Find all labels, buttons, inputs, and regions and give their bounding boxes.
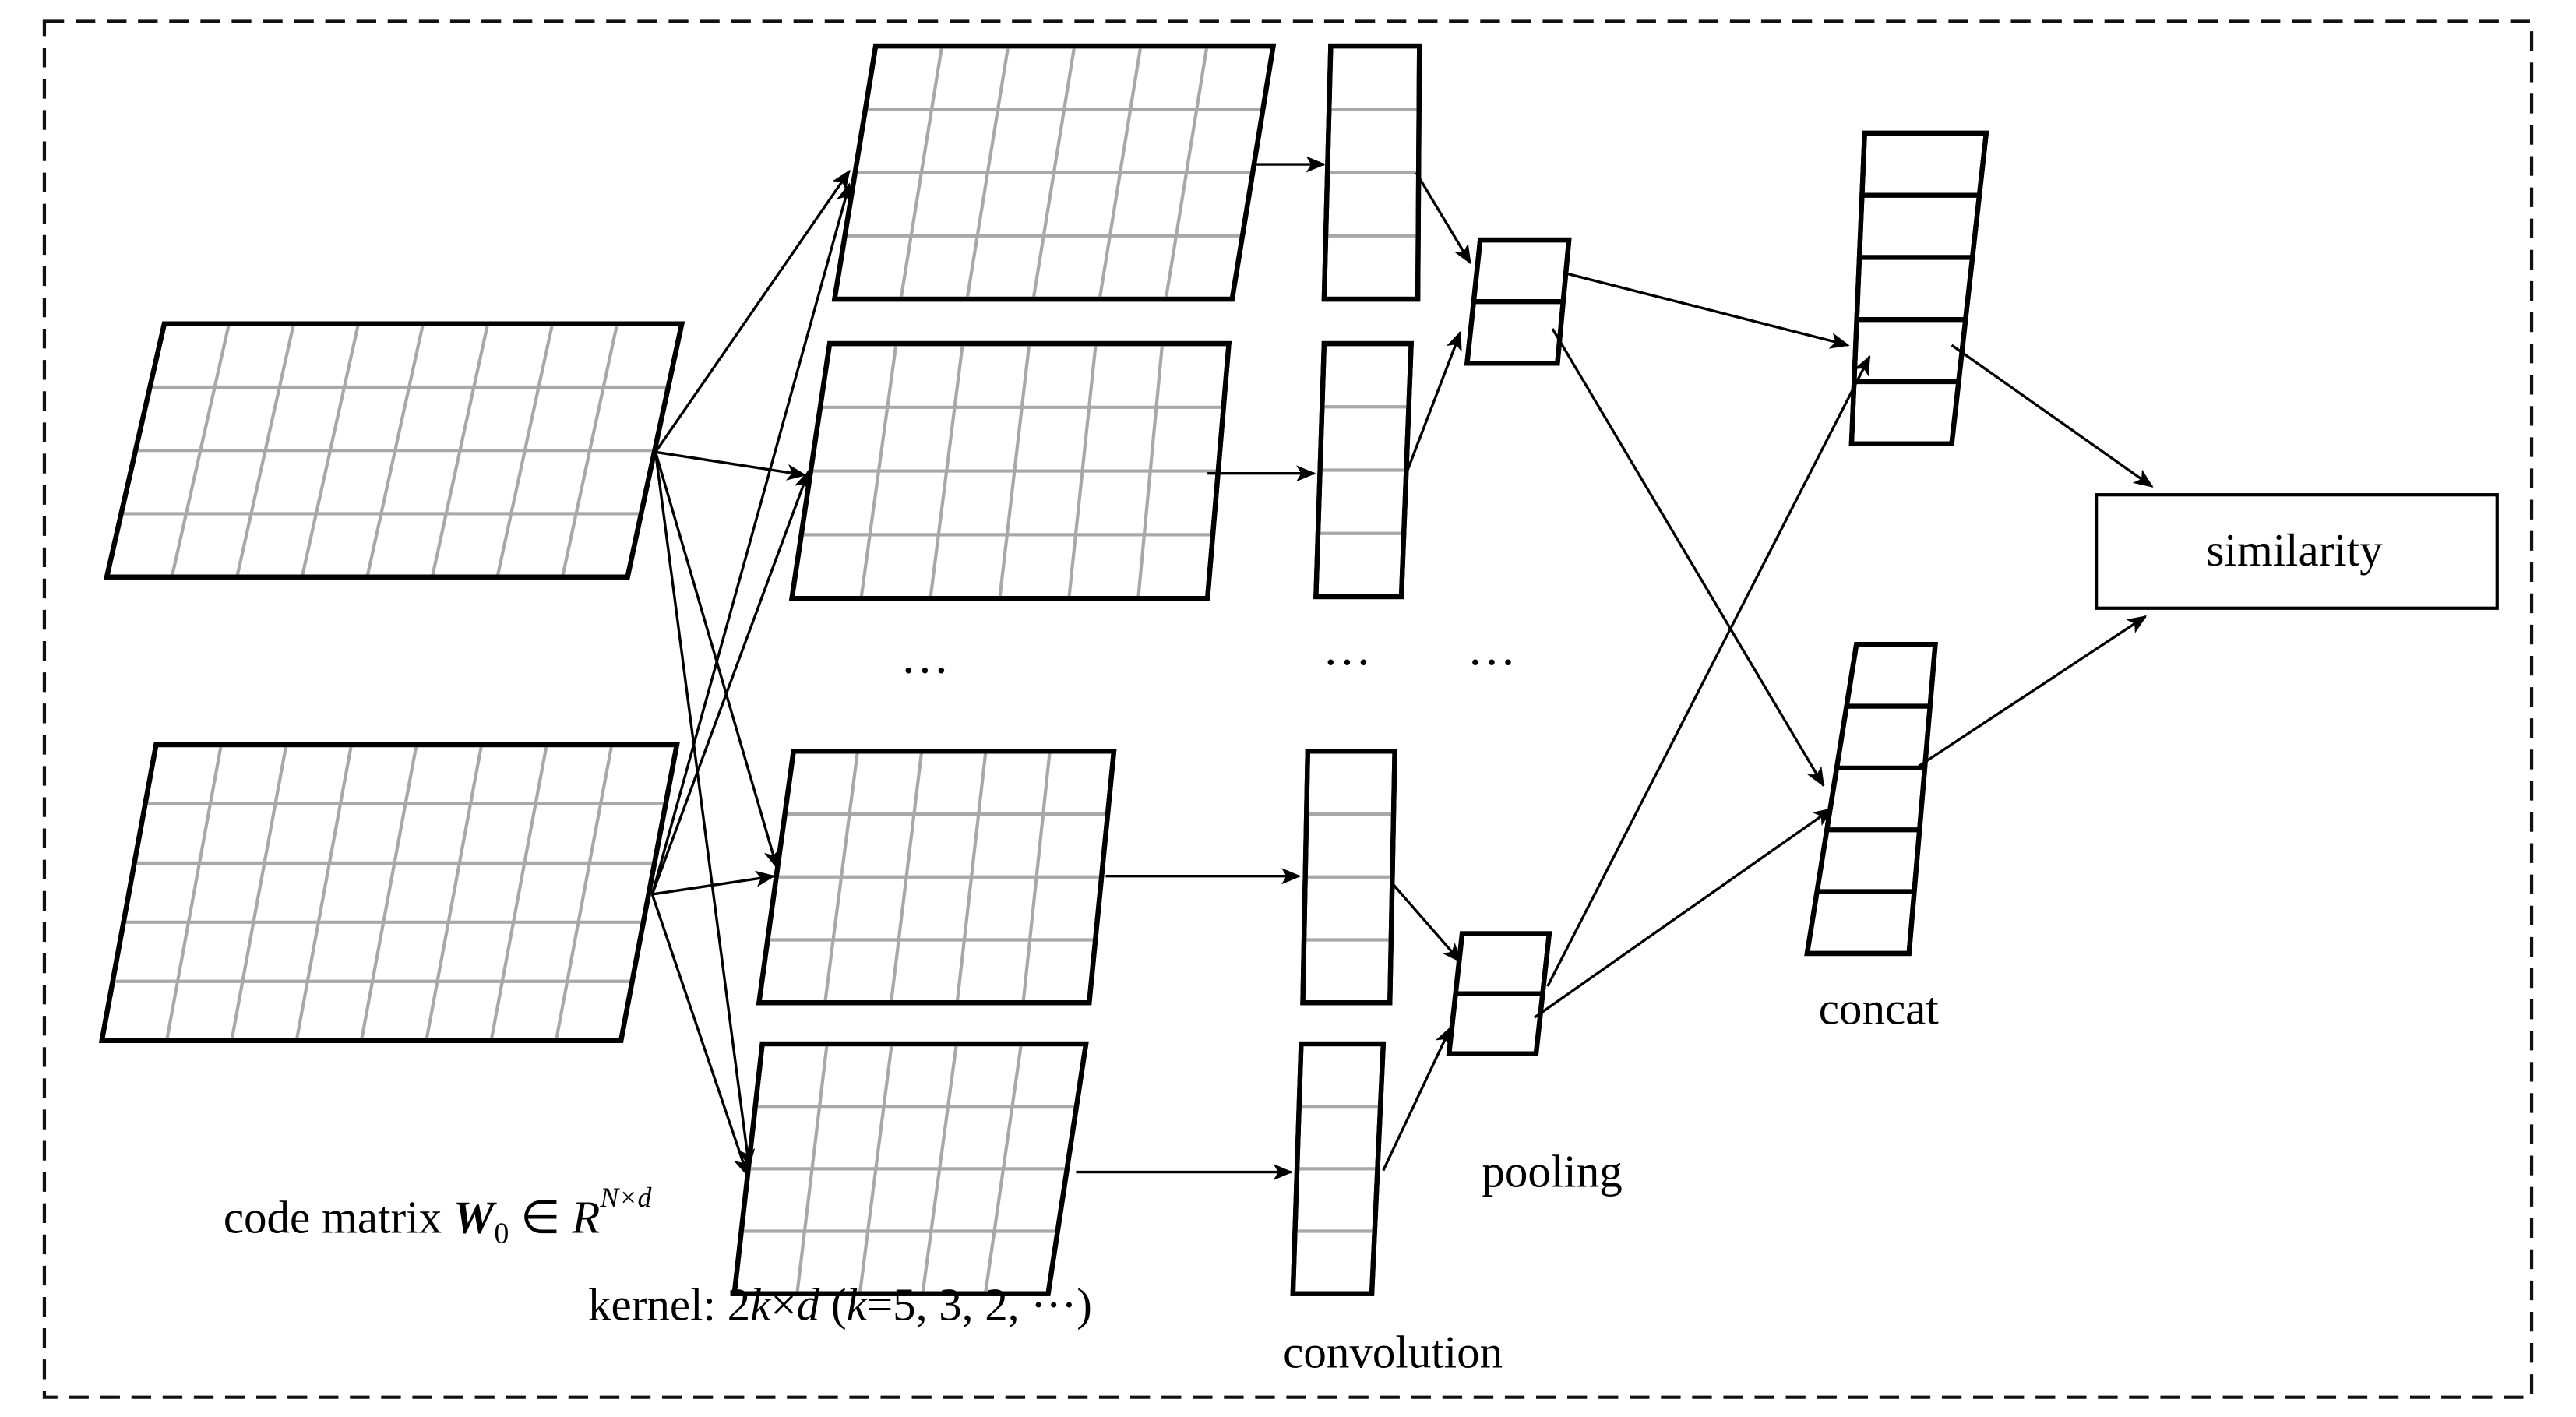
flow-arrow [652,870,776,896]
flow-arrow [1563,271,1850,349]
diagram-arrows [650,156,2154,1181]
code-matrix-prefix: code matrix [224,1192,453,1243]
concat-vector-1-outline [1848,130,1989,446]
kernel-matrix-2-border [788,340,1232,601]
diagram-shapes [98,43,1989,1296]
similarity-label: similarity [2206,524,2383,576]
flow-arrow [654,169,851,453]
pool-vector-1-border [1464,237,1572,366]
grid-column-line [554,744,614,1042]
grid-column-line [164,744,224,1042]
grid-column-line [230,744,288,1042]
pool-vector-1 [1464,237,1572,366]
concat-vector-2-border [1804,642,1938,957]
conv-vector-3-border [1300,749,1397,1006]
flow-arrow [1382,1025,1452,1172]
flow-arrow [654,452,756,1169]
kernel-k-var: k [847,1278,869,1330]
pool-vector-2-border [1446,931,1552,1056]
code-matrix-symbol: W [453,1192,497,1243]
kernel-matrix-4-border [731,1041,1089,1296]
conv-vector-1 [1321,43,1422,302]
similarity-box [2095,493,2499,610]
kernel-values: =5, 3, 2, ···) [867,1278,1092,1330]
concat-vector-2 [1804,642,1938,957]
input-matrix-2-border [98,742,680,1043]
kernel-k: k [750,1278,772,1330]
kernel-matrix-4 [731,1041,1089,1296]
flow-arrow [1918,615,2148,767]
convolution-label: convolution [1283,1327,1503,1378]
code-matrix-label: code matrix W0 ∈ RN×d [224,1182,653,1250]
concat-vector-2-outline [1804,642,1938,957]
kernel-label: kernel: 2k×d (k=5, 3, 2, ···) [588,1278,1092,1330]
grid-column-line [489,744,548,1042]
conv-vector-2 [1313,340,1414,600]
code-matrix-subscript: 0 [494,1217,509,1250]
flow-arrow [655,450,807,481]
input-matrix-2 [98,742,680,1043]
conv-vector-4-border [1290,1041,1387,1296]
pool-vector-2 [1446,931,1552,1056]
pool-ellipsis: ··· [1467,636,1516,690]
code-matrix-superscript: N×d [599,1182,652,1213]
kernel-ellipsis: ··· [900,643,950,698]
flow-arrow [1415,171,1472,265]
concat-vector-1 [1848,130,1989,446]
kernel-times: × [770,1278,796,1330]
grid-column-line [359,744,418,1042]
flow-arrow [1392,883,1462,964]
pooling-label: pooling [1482,1146,1622,1197]
input-matrix-1 [104,321,685,580]
kernel-matrix-3-border [756,749,1117,1006]
conv-vector-2-border [1313,340,1414,600]
flow-arrow [1951,344,2154,488]
concat-label: concat [1819,983,1940,1035]
conv-ellipsis: ··· [1323,636,1372,690]
kernel-open-paren: ( [819,1278,846,1330]
flow-arrow [650,894,750,1177]
dashed-border [42,19,2534,1399]
kernel-matrix-2 [788,340,1232,601]
element-of-symbol: ∈ [509,1192,572,1243]
flow-arrow [650,470,810,895]
grid-column-line [294,744,354,1042]
flow-arrow [1533,807,1834,1019]
flow-arrow [1546,355,1871,987]
flow-arrow [1551,328,1825,788]
conv-vector-4 [1290,1041,1387,1296]
conv-vector-3 [1300,749,1397,1006]
kernel-matrix-3 [756,749,1117,1006]
real-space-symbol: R [571,1192,600,1243]
concat-vector-1-border [1848,130,1989,446]
kernel-matrix-1-border [831,43,1277,302]
kernel-prefix: kernel: 2 [588,1278,750,1330]
flow-arrow [1404,330,1462,474]
grid-column-line [425,744,484,1042]
kernel-d: d [797,1278,820,1330]
conv-vector-1-border [1321,43,1422,302]
flow-arrow [650,182,853,895]
input-matrix-1-border [104,321,685,580]
kernel-matrix-1 [831,43,1277,302]
